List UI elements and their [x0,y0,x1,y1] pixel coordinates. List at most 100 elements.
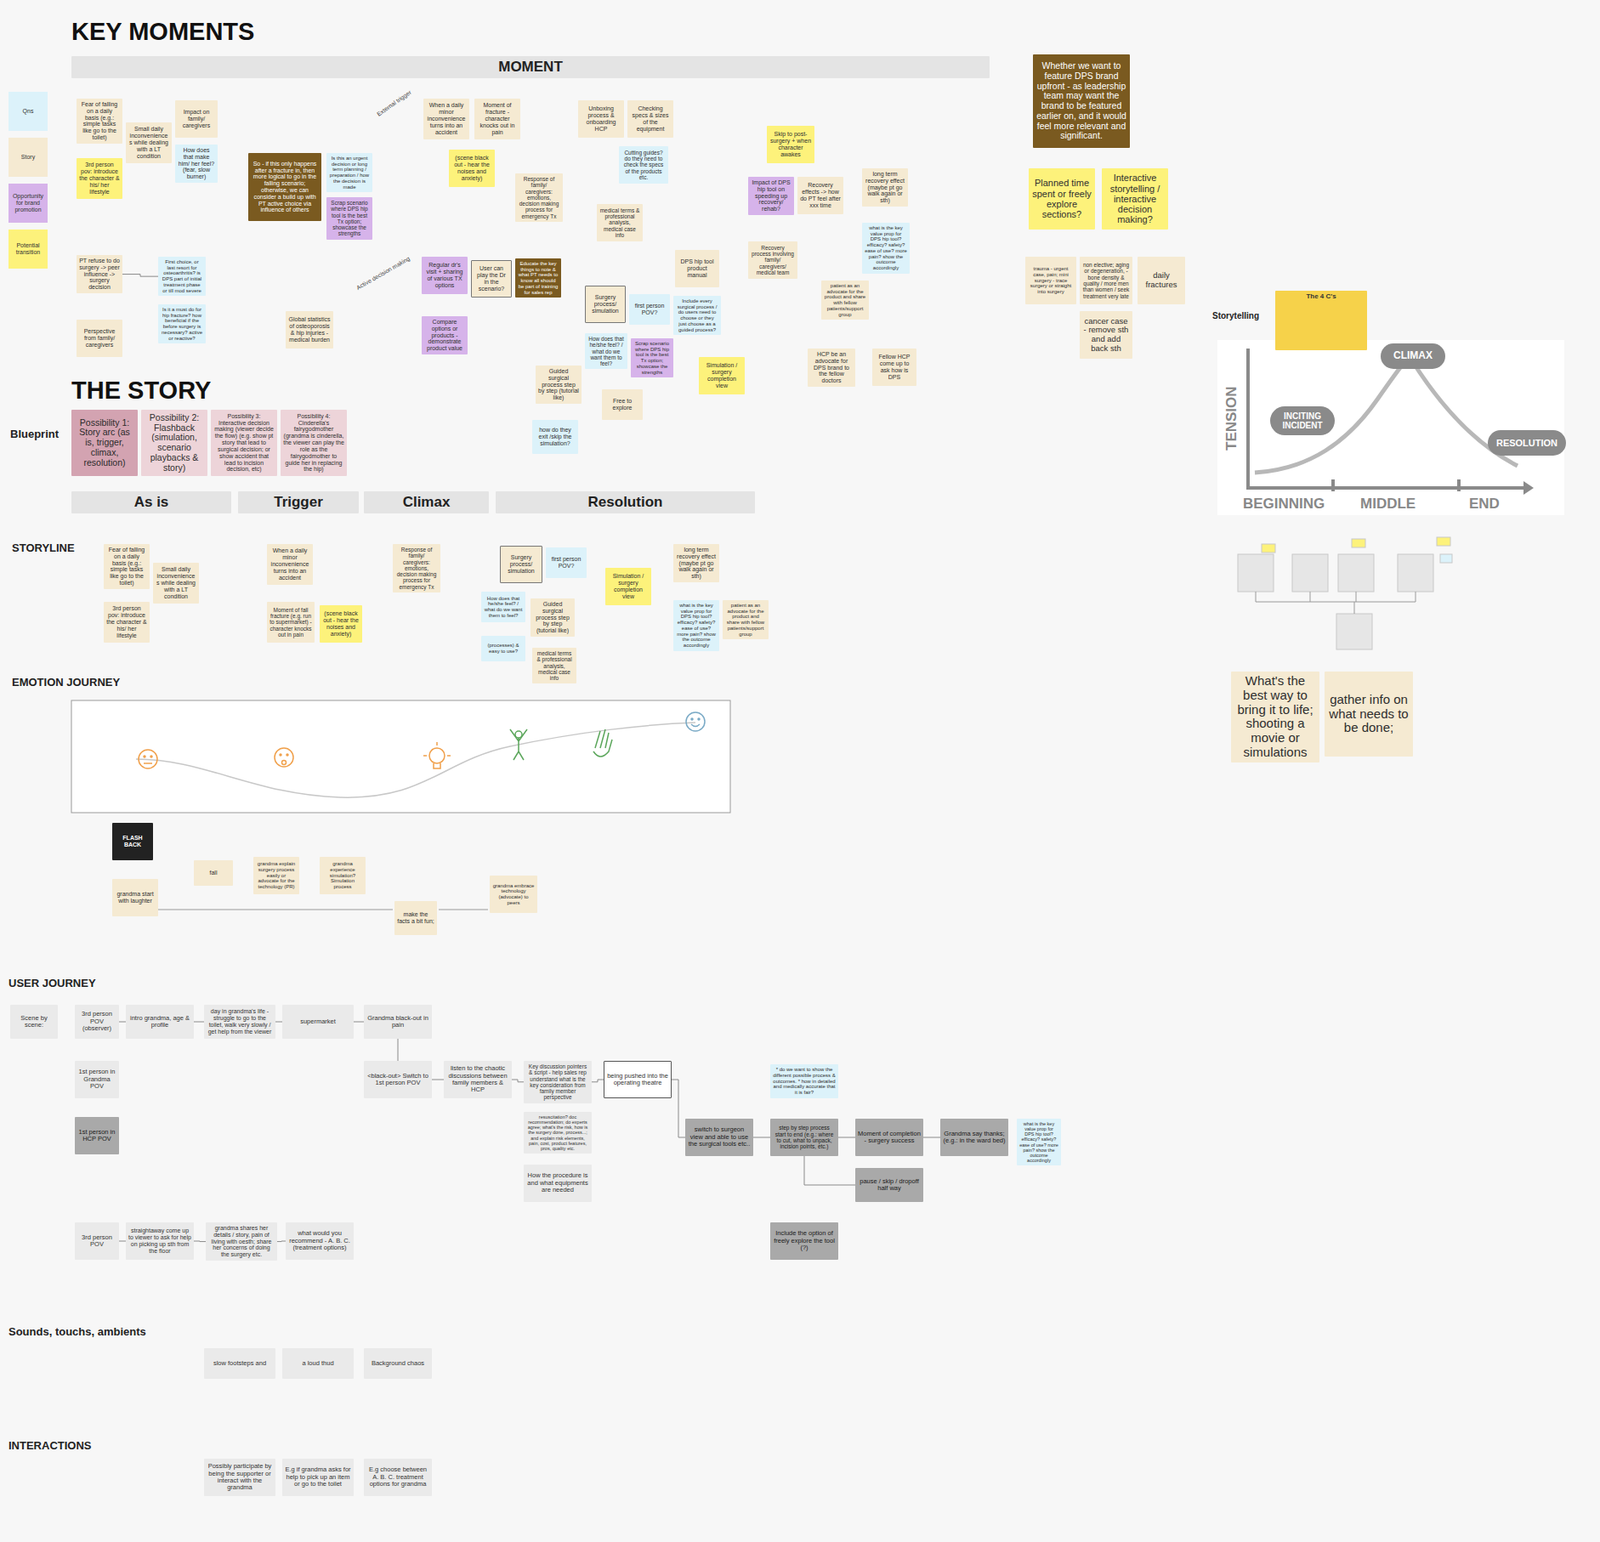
sticky-note: How does that he/she feel? / what do we … [481,591,526,623]
section-label: TENSION [1224,385,1241,451]
hand [593,729,613,757]
sticky-note: cancer case - remove sth and add back st… [1079,311,1133,359]
sticky-note: medical terms & professional analysis, m… [596,204,643,242]
journey-box: resuscitation? doc recommendation; do ex… [523,1112,592,1154]
sticky-note: non elective; aging or degeneration, -bo… [1079,256,1133,305]
sticky-note: Perspective from family/ caregivers [76,319,123,358]
node-text: Interactive storytelling / interactive d… [1104,172,1166,226]
node-text: 3rd person POV (observer) [77,1010,117,1033]
node-text: (scene black out - hear the noises and a… [451,154,493,182]
section-band: Climax [363,491,489,514]
sticky-note: patient as an advocate for the product a… [722,600,769,640]
sticky-note: (scene black out - hear the noises and a… [448,149,495,188]
node-text: How the procedure is and what equipments… [526,1172,590,1194]
section-band: Resolution [495,491,755,514]
node-text: Response of family/ caregivers: emotions… [517,175,561,220]
node-text: first person POV? [631,302,668,317]
node-text: Key discussion pointers & script - help … [526,1063,590,1101]
node-text: cancer case - remove sth and add back st… [1082,317,1130,354]
journey-box: switch to surgeon view and able to use t… [685,1118,754,1157]
node-text: long term recovery effect (maybe pt go w… [864,170,906,205]
journey-box: Background chaos [363,1348,432,1379]
tree-sticky [1351,539,1366,548]
node-text: Perspective from family/ caregivers [79,328,120,348]
sticky-note: grandma experience simulation? Simulatio… [319,856,366,895]
node-text: what would you recommend - A. B. C. (tre… [288,1230,352,1252]
node-text: E.g if grandma asks for help to pick up … [284,1466,352,1488]
sticky-note: Surgery process/ simulation [499,545,543,584]
journey-box: straightaway come up to viewer to ask fo… [125,1222,194,1260]
sticky-note: Whether we want to feature DPS brand upf… [1032,54,1130,148]
journey-box: Moment of completion - surgery success [855,1118,924,1157]
section-label: THE STORY [71,377,211,405]
sticky-note: The 4 C's [1275,290,1368,351]
journey-box: Grandma say thanks; (e.g.: in the ward b… [940,1118,1009,1157]
sticky-note: fall [193,860,233,886]
node-text: step by step process start to end (e.g.:… [772,1124,836,1150]
journey-box: 3rd person POV (observer) [74,1004,120,1039]
sticky-note: Free to explore [601,389,643,420]
sticky-note: Educate the key things to note & what PT… [515,258,562,298]
sticky-note: When a daily minor inconvenience turns i… [266,544,313,585]
section-label: MIDDLE [1360,496,1416,513]
sticky-note: Is this an urgent decision or long term … [326,153,373,193]
sticky-note: Guided surgical process step by step (tu… [535,365,582,404]
eye [286,754,289,756]
journey-box: day in grandma's life - struggle to go t… [204,1004,276,1039]
eye [279,754,282,756]
node-text: How does that he/she feel? / what do we … [587,335,625,367]
sticky-note: HCP be an advocate for DPS brand to the … [807,348,856,387]
sticky-note: * do we want to show the different possi… [770,1064,839,1099]
sticky-note: Unboxing process & onboarding HCP [578,100,625,138]
journey-box: grandma shares her details / story, pain… [205,1222,278,1261]
sticky-note: Response of family/ caregivers: emotions… [392,544,441,593]
node-text: (scene black out - hear the noises and a… [322,610,360,637]
sticky-note: grandma embrace technology (advocate) to… [489,875,538,914]
node-text: Regular dr's visit + sharing of various … [424,261,466,289]
section-label: Storytelling [1212,311,1260,321]
connector [431,1079,444,1081]
tension-chart-ground [1217,340,1565,516]
section-label: STORYLINE [11,542,75,555]
sticky-note: make the facts a bit fun; [394,901,437,936]
journey-box: 1st person in Grandma POV [74,1060,120,1099]
tree-card [1338,554,1374,592]
axis-ticks [1333,479,1459,492]
node-text: long term recovery effect (maybe pt go w… [675,546,717,580]
node-text: Scene by scene: [12,1015,56,1030]
sticky-note: Guided surgical process step by step (tu… [530,598,575,637]
section-band: Trigger [238,491,359,514]
node-text: 1st person in Grandma POV [77,1068,117,1090]
page-title: KEY MOMENTS [71,18,255,46]
node-text: Include every surgical process / do user… [675,298,719,333]
connector [804,1156,856,1186]
sticky-note: what is the key value prop for DPS hip t… [673,600,720,652]
sticky-note: grandma start with laughter [112,879,159,917]
node-text: patient as an advocate for the product a… [823,283,867,318]
emoji-happy [686,712,705,732]
node-text: Skip to post-surgery + when character aw… [769,130,812,158]
emoji-idea [423,742,451,769]
node-text: User can play the Dr in the scenario? [474,265,509,292]
tree-diagram [1237,537,1453,650]
node-text: Simulation / surgery completion view [701,362,743,389]
node-text: Global statistics of osteoporosis & hip … [288,316,331,343]
sticky-note: what is the key value prop for DPS hip t… [862,222,910,274]
journey-box: E.g if grandma asks for help to pick up … [282,1458,354,1497]
sticky-note: Impact on family/ caregivers [175,100,218,138]
node-text: Is it a must do for hip fracture? how be… [160,306,204,341]
node-text: non elective; aging or degeneration, -bo… [1082,261,1130,300]
face [274,748,294,767]
node-text: pause / skip / dropoff half way [857,1178,921,1193]
node-text: trauma - urgent case, pain; mini surgery… [1027,266,1074,296]
node-text: 3rd person pov: introduce the character … [79,161,120,195]
section-label: Active decision making [355,255,412,291]
node-text: what is the key value prop for DPS hip t… [1019,1121,1059,1164]
node-text: FLASH BACK [114,834,151,849]
sticky-note: how do they exit /skip the simulation? [532,419,579,454]
sticky-note: So - if this only happens after a fractu… [248,153,322,222]
sticky-note: PT refuse to do surgery -> peer influenc… [76,255,123,294]
sticky-note: How does that make him/ her feel? (fear,… [175,144,218,183]
connector [275,1021,283,1023]
sticky-note: medical terms & professional analysis, m… [532,647,577,684]
